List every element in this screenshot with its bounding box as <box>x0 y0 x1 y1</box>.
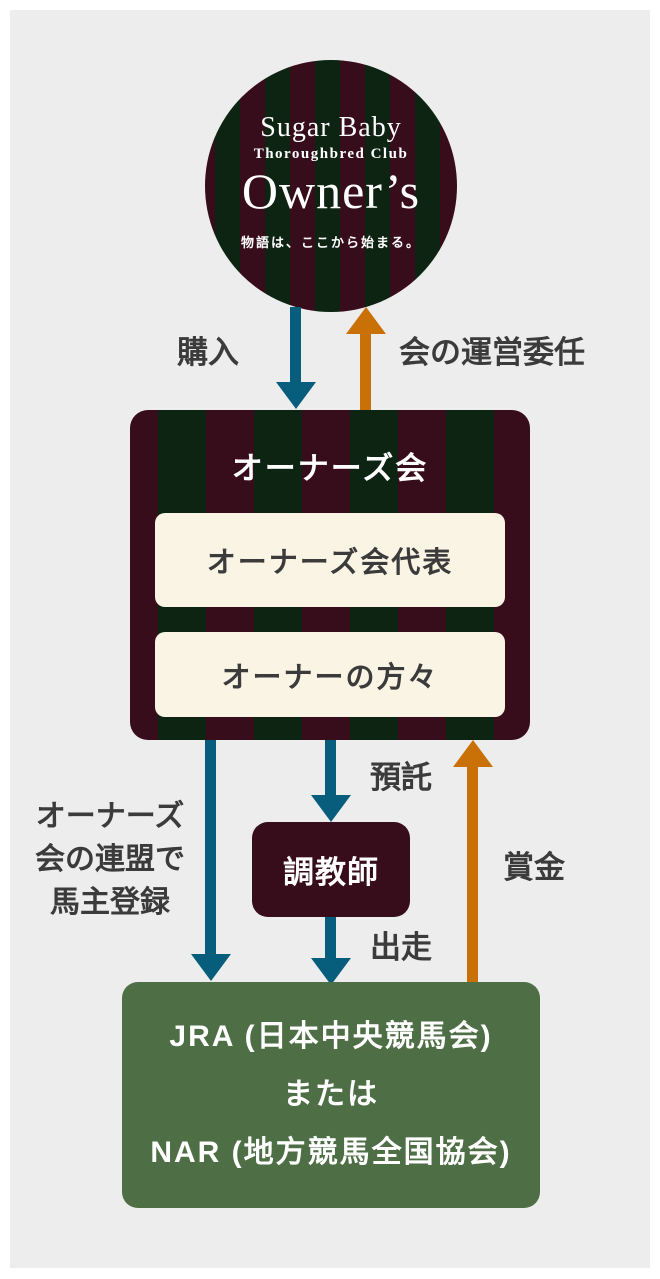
registration-label-line2: 会の連盟で <box>35 843 185 876</box>
purchase-arrow-shaft <box>290 307 301 383</box>
racing-org-or: または <box>283 1078 379 1111</box>
club-logo: Sugar Baby Thoroughbred Club Owner’s 物語は… <box>205 60 457 312</box>
registration-arrow-head-icon <box>190 954 231 981</box>
delegation-label: 会の運営委任 <box>399 335 585 370</box>
prize-arrow-shaft <box>467 765 478 985</box>
diagram-canvas: Sugar Baby Thoroughbred Club Owner’s 物語は… <box>10 10 650 1268</box>
registration-label-line3: 馬主登録 <box>50 886 170 919</box>
owners-club-box: オーナーズ会 オーナーズ会代表 オーナーの方々 <box>130 410 530 740</box>
prize-arrow-head-icon <box>452 740 493 767</box>
prize-label: 賞金 <box>503 850 565 885</box>
owners-club-members-box: オーナーの方々 <box>155 632 505 717</box>
delegation-arrow-shaft <box>360 332 371 410</box>
purchase-arrow-head-icon <box>275 382 316 409</box>
delegation-arrow-head-icon <box>345 307 386 334</box>
racing-org-nar: NAR (地方競馬全国協会) <box>150 1136 512 1169</box>
logo-tagline: 物語は、ここから始まる。 <box>240 235 421 250</box>
owners-club-title: オーナーズ会 <box>231 451 429 486</box>
entry-label: 出走 <box>370 930 432 965</box>
registration-label: オーナーズ 会の連盟で 馬主登録 <box>15 795 205 924</box>
entry-arrow-head-icon <box>310 958 351 985</box>
racing-org-box: JRA (日本中央競馬会) または NAR (地方競馬全国協会) <box>122 982 540 1208</box>
entry-arrow-shaft <box>325 917 336 959</box>
racing-org-jra: JRA (日本中央競馬会) <box>169 1020 493 1053</box>
owners-club-representative-box: オーナーズ会代表 <box>155 513 505 607</box>
trainer-box: 調教師 <box>252 822 410 917</box>
logo-brand-subtitle: Thoroughbred Club <box>253 146 409 162</box>
deposit-label: 預託 <box>370 760 432 795</box>
purchase-label: 購入 <box>177 335 239 370</box>
registration-label-line1: オーナーズ <box>35 800 185 833</box>
deposit-arrow-head-icon <box>310 795 351 822</box>
logo-owners-wordmark: Owner’s <box>241 163 421 219</box>
logo-brand-name: Sugar Baby <box>260 112 402 143</box>
deposit-arrow-shaft <box>325 740 336 796</box>
registration-arrow-shaft <box>205 740 216 955</box>
